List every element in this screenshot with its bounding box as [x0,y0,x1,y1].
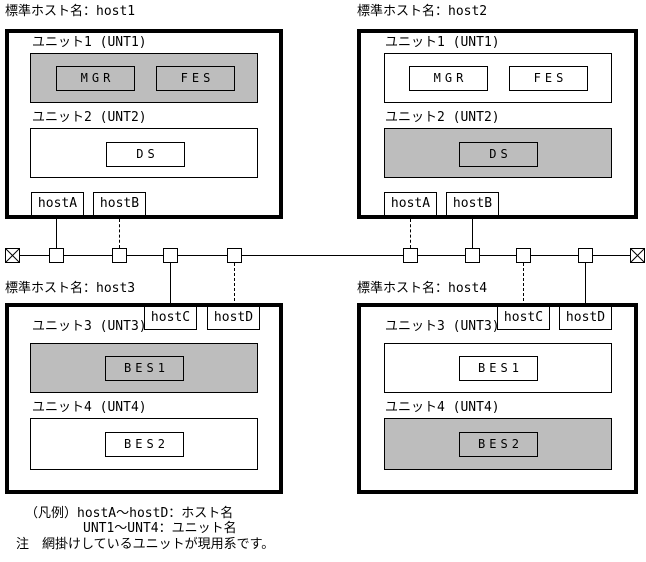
host2-unit2-label: ユニット2 (UNT2) [385,110,500,125]
host3-hostD-label: hostD [207,306,260,330]
connector-host3-hostD [234,263,235,306]
host1-unit2-label: ユニット2 (UNT2) [32,110,147,125]
bus-tap-host2-hostB [465,248,480,263]
network-bus-line [20,255,630,256]
host1-unit2-box [30,128,258,178]
connector-host1-hostB [119,219,120,248]
host3-unit3-label: ユニット3 (UNT3) [32,319,147,334]
host3-unit3-box [30,343,258,393]
host2-fes-box: FES [509,66,588,91]
connector-host1-hostA [56,219,57,248]
host2-unit2-box [384,128,612,178]
host1-fes-box: FES [156,66,235,91]
host4-hostD-label: hostD [559,306,612,330]
bus-tap-host1-hostB [112,248,127,263]
host2-unit1-label: ユニット1 (UNT1) [385,35,500,50]
bus-tap-host4-hostC [516,248,531,263]
host4-unit4-label: ユニット4 (UNT4) [385,400,500,415]
host2-unit1-box [384,53,612,103]
host1-unit1-label: ユニット1 (UNT1) [32,35,147,50]
legend-line-hosts: （凡例）hostA～hostD：ホスト名 [25,506,234,521]
host1-unit1-box [30,53,258,103]
bus-tap-host2-hostA [403,248,418,263]
connector-host2-hostB [472,219,473,248]
host1-hostA-label: hostA [31,192,84,216]
host3-bes1-box: BES1 [105,356,184,381]
host4-unit3-label: ユニット3 (UNT3) [385,319,500,334]
host3-unit4-label: ユニット4 (UNT4) [32,400,147,415]
host3-hostC-label: hostC [144,306,197,330]
host2-hostB-label: hostB [446,192,499,216]
connector-host2-hostA [410,219,411,248]
bus-tap-host4-hostD [578,248,593,263]
host2-hostA-label: hostA [384,192,437,216]
bus-tap-host3-hostC [163,248,178,263]
host4-hostC-label: hostC [497,306,550,330]
host4-unit4-box [384,418,612,470]
bus-tap-host1-hostA [49,248,64,263]
host3-bes2-box: BES2 [105,432,184,457]
host3-unit4-box [30,418,258,470]
host4-bes2-box: BES2 [459,432,538,457]
bus-terminator-right-icon [630,248,645,263]
bus-terminator-left-icon [5,248,20,263]
host1-ds-box: DS [106,142,185,167]
host4-bes1-box: BES1 [459,356,538,381]
host2-mgr-box: MGR [409,66,488,91]
bus-tap-host3-hostD [227,248,242,263]
host2-title: 標準ホスト名：host2 [357,4,488,19]
host3-title: 標準ホスト名：host3 [5,281,136,296]
host1-hostB-label: hostB [93,192,146,216]
legend-line-units: UNT1～UNT4：ユニット名 [83,521,237,536]
host2-ds-box: DS [459,142,538,167]
connector-host4-hostC [523,263,524,306]
connector-host3-hostC [170,263,171,306]
host4-unit3-box [384,343,612,393]
host1-mgr-box: MGR [56,66,135,91]
note-shaded-units: 注 網掛けしているユニットが現用系です。 [16,537,275,552]
connector-host4-hostD [585,263,586,306]
host4-title: 標準ホスト名：host4 [357,281,488,296]
host1-title: 標準ホスト名：host1 [5,4,136,19]
